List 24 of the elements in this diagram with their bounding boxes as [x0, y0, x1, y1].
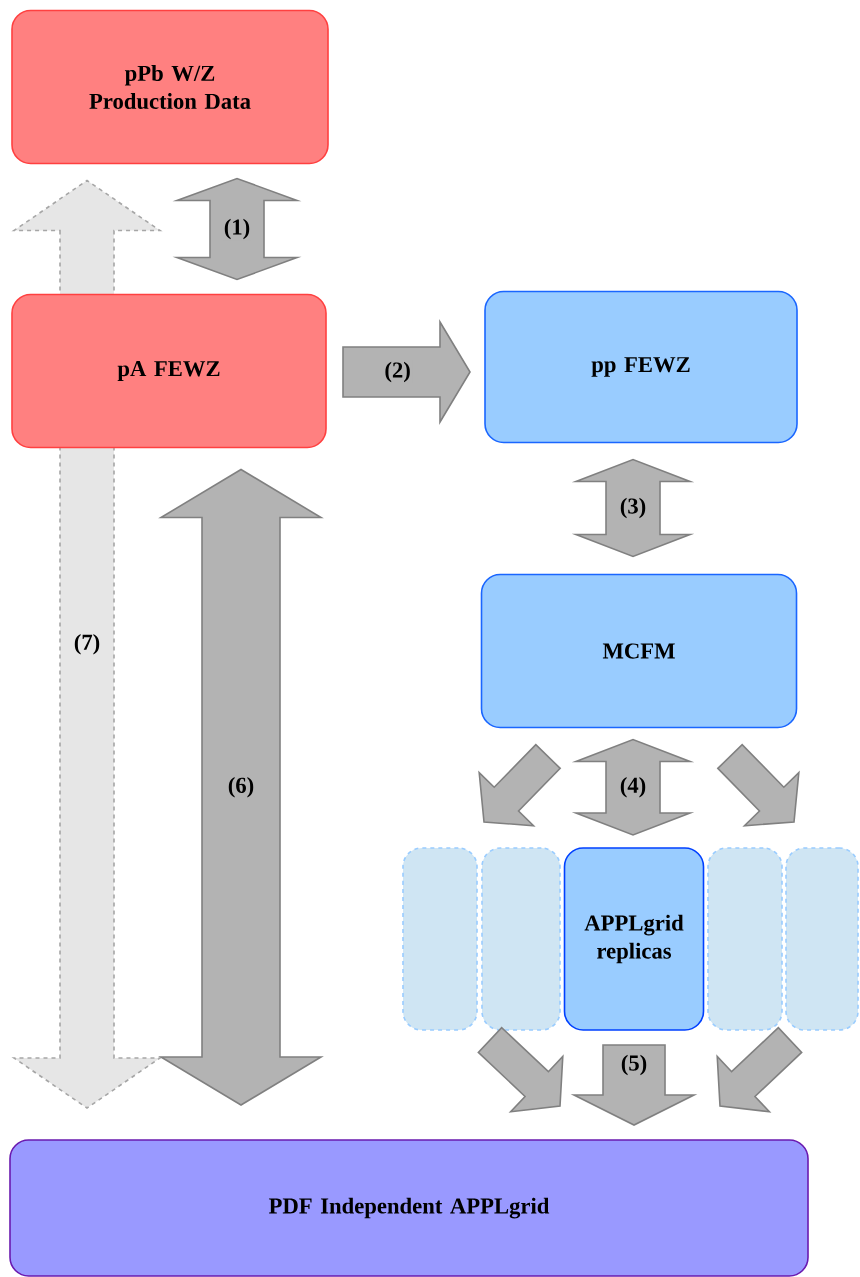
edge-label: (3) [618, 496, 648, 520]
double-arrow [158, 468, 324, 1106]
process-box: MCFM [480, 573, 798, 729]
edge-label: (2) [383, 360, 413, 384]
double-arrow [172, 177, 302, 281]
process-box: PDF Independent APPLgrid [9, 1139, 809, 1277]
process-box: pA FEWZ [11, 293, 327, 449]
edge-label: (1) [222, 217, 252, 241]
replica-box: APPLgrid replicas [563, 847, 705, 1031]
edge-label: (6) [226, 775, 256, 799]
block-arrow [342, 319, 471, 425]
double-arrow [571, 738, 695, 836]
block-arrow [477, 1026, 564, 1113]
replica-box [707, 847, 783, 1031]
replica-box [785, 847, 859, 1031]
replica-box [481, 847, 561, 1031]
edge-label: (7) [72, 632, 102, 656]
edge-label: (4) [618, 775, 648, 799]
block-arrow [716, 1026, 803, 1113]
edge-label: (5) [619, 1053, 649, 1077]
double-arrow [571, 458, 695, 558]
process-box: pp FEWZ [484, 290, 798, 444]
process-box: pPb W/Z Production Data [11, 9, 329, 165]
replica-box [402, 847, 478, 1031]
